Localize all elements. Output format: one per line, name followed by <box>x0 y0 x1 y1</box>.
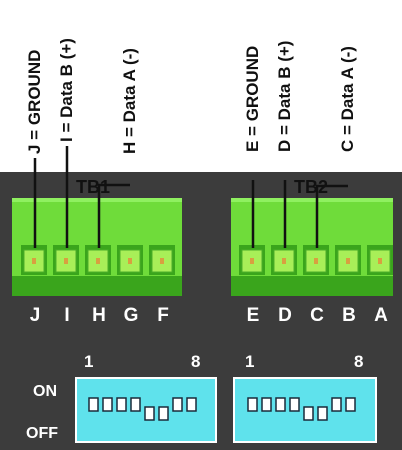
terminal-socket-c <box>303 245 329 275</box>
leader-line-c <box>315 184 348 248</box>
pin-letter-a: A <box>374 305 388 326</box>
pin-letter-b: B <box>342 305 356 326</box>
dip-toggle-2-8 <box>345 397 356 412</box>
terminal-socket-a <box>367 245 393 275</box>
terminal-socket-i <box>53 245 79 275</box>
pin-letter-c: C <box>310 305 324 326</box>
dip-toggle-1-8 <box>186 397 197 412</box>
dip-toggle-1-7 <box>172 397 183 412</box>
dip-toggle-1-5 <box>144 406 155 421</box>
dip-switch-1 <box>75 377 217 443</box>
pin-letter-e: E <box>246 305 260 326</box>
annotation-j-ground: J = GROUND <box>25 49 44 154</box>
dip-toggle-2-1 <box>247 397 258 412</box>
tb2-label: TB2 <box>294 177 329 197</box>
pin-letter-d: D <box>278 305 292 326</box>
annotation-e-ground: E = GROUND <box>243 45 262 152</box>
dip2-last-number: 8 <box>354 352 364 371</box>
terminal-block-tb1 <box>12 198 182 296</box>
dip-toggle-1-3 <box>116 397 127 412</box>
terminal-socket-b <box>335 245 361 275</box>
dip1-last-number: 8 <box>191 352 201 371</box>
annotation-c-data-a: C = Data A (-) <box>338 46 357 152</box>
dip2-first-number: 1 <box>245 352 255 371</box>
dip1-first-number: 1 <box>84 352 94 371</box>
pin-letter-j: J <box>29 305 41 326</box>
dip-toggle-2-4 <box>289 397 300 412</box>
leader-line-h <box>97 183 130 248</box>
pin-letter-i: I <box>64 305 70 326</box>
dip-off-label: OFF <box>26 425 58 442</box>
annotation-d-data-b: D = Data B (+) <box>275 40 294 152</box>
pin-letter-f: F <box>157 305 169 326</box>
dip-toggle-2-7 <box>331 397 342 412</box>
dip-toggle-1-6 <box>158 406 169 421</box>
terminal-socket-h <box>85 245 111 275</box>
dip-toggle-2-2 <box>261 397 272 412</box>
terminal-socket-d <box>271 245 297 275</box>
leader-lines <box>33 146 348 248</box>
dip-toggle-2-5 <box>303 406 314 421</box>
terminal-socket-g <box>117 245 143 275</box>
terminal-socket-f <box>149 245 175 275</box>
annotation-h-data-a: H = Data A (-) <box>120 48 139 154</box>
terminal-socket-j <box>21 245 47 275</box>
dip-toggle-2-3 <box>275 397 286 412</box>
terminal-socket-e <box>239 245 265 275</box>
dip-switch-2 <box>233 377 377 443</box>
annotation-i-data-b: I = Data B (+) <box>57 38 76 142</box>
dip-toggle-1-2 <box>102 397 113 412</box>
dip-toggle-1-4 <box>130 397 141 412</box>
dip-toggle-1-1 <box>88 397 99 412</box>
pin-letter-g: G <box>123 305 139 326</box>
dip-toggle-2-6 <box>317 406 328 421</box>
pin-letter-h: H <box>92 305 106 326</box>
dip-on-label: ON <box>33 383 57 400</box>
terminal-block-tb2 <box>231 198 393 296</box>
tb1-label: TB1 <box>76 177 111 197</box>
